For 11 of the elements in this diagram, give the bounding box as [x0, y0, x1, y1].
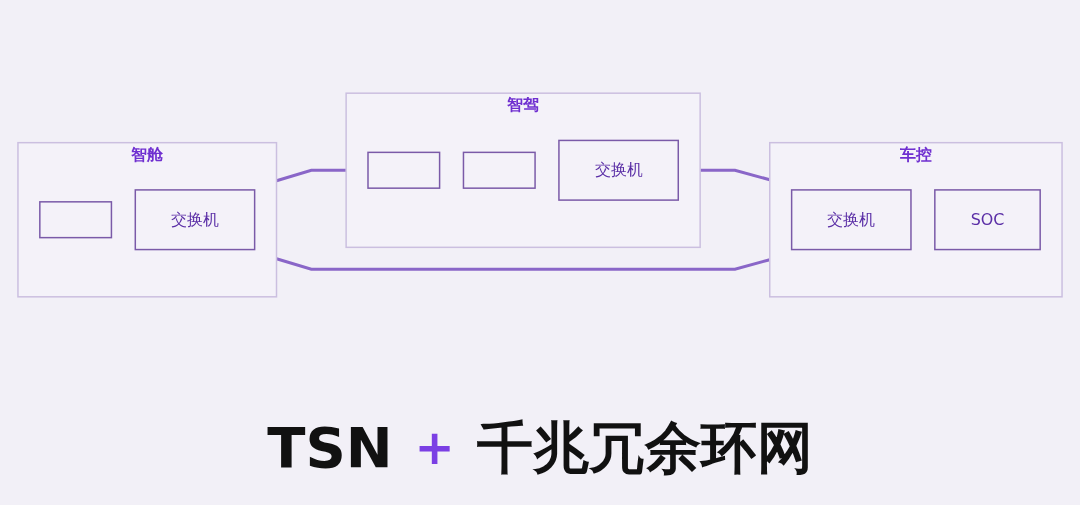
headline-text: TSN	[267, 416, 393, 479]
node-box	[39, 201, 113, 239]
node-box	[367, 151, 441, 189]
headline-text: 千兆冗余环网	[476, 416, 813, 479]
node-box: 交换机	[790, 189, 912, 251]
node-box	[462, 151, 536, 189]
connector	[276, 168, 347, 183]
node-box: 交换机	[558, 139, 679, 201]
node-box: SOC	[934, 189, 1041, 251]
node-box: 交换机	[134, 189, 256, 251]
plus-sign: +	[414, 421, 455, 474]
